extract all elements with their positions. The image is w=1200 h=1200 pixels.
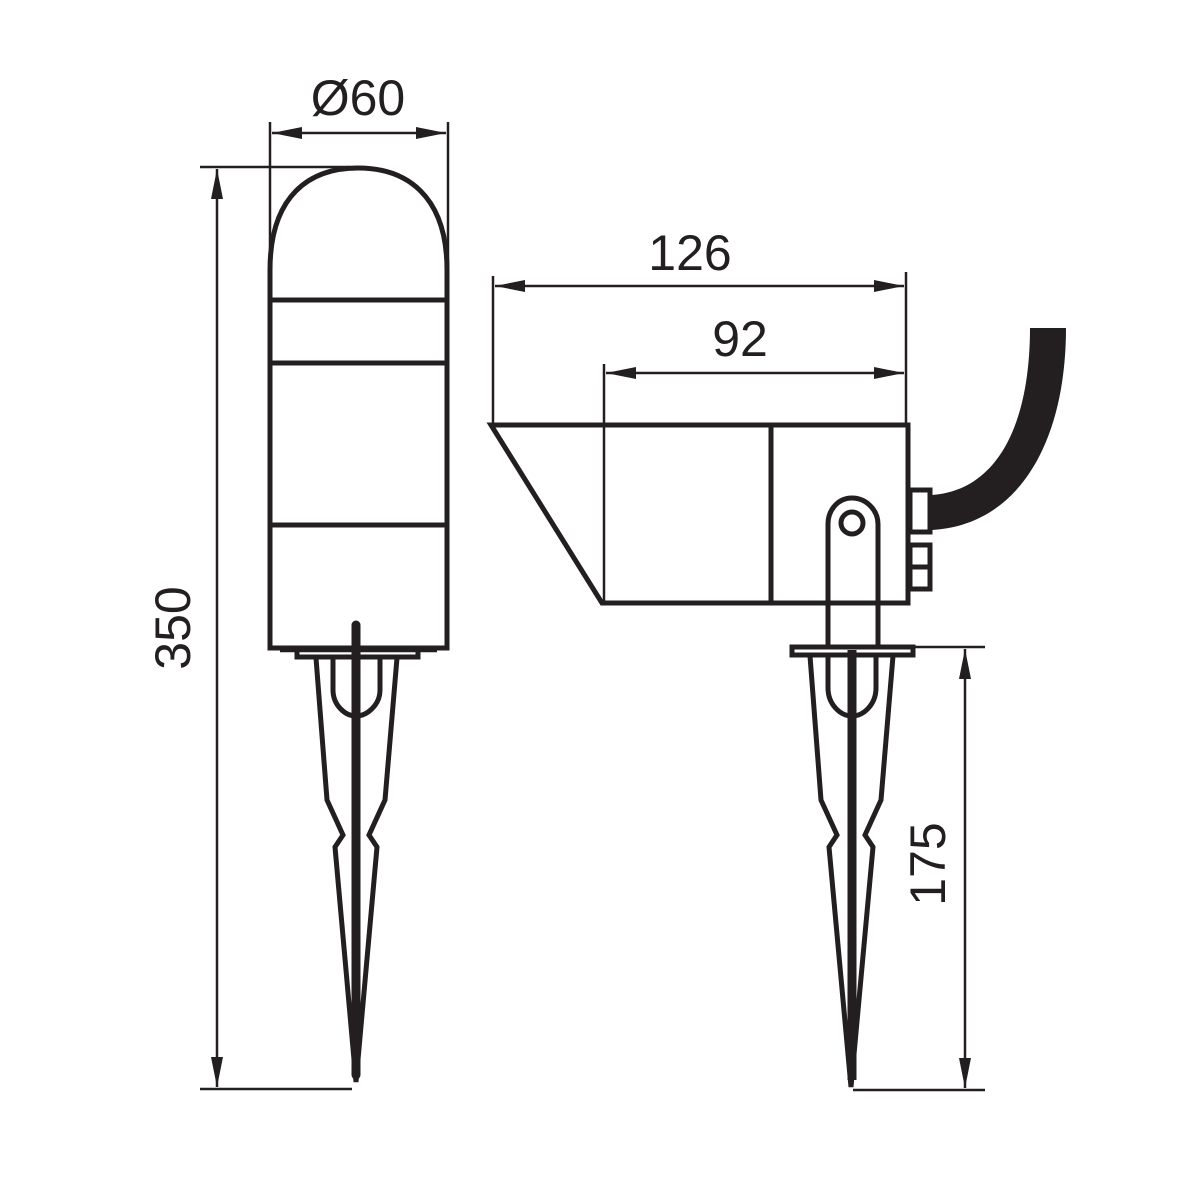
pivot-bolt xyxy=(838,509,866,537)
front-view: Ø60 350 xyxy=(145,70,450,1091)
side-ground-spike xyxy=(807,650,896,1088)
body-length-dimension: 126 xyxy=(491,225,908,424)
cylinder-body xyxy=(267,297,450,651)
ground-spike xyxy=(313,620,400,1083)
diameter-dimension: Ø60 xyxy=(268,70,450,290)
housing-length-label: 92 xyxy=(712,311,768,367)
diameter-label: Ø60 xyxy=(311,70,406,126)
height-label: 350 xyxy=(145,586,201,669)
power-cable xyxy=(932,328,1066,530)
side-view: 126 92 175 xyxy=(486,225,1066,1092)
body-length-label: 126 xyxy=(648,225,731,281)
spike-length-dimension: 175 xyxy=(853,645,985,1092)
spike-length-label: 175 xyxy=(900,822,956,905)
height-dimension: 350 xyxy=(145,165,352,1091)
cable-gland xyxy=(907,487,933,535)
dome-lens xyxy=(267,165,450,300)
housing-length-dimension: 92 xyxy=(602,311,904,604)
pivot-bracket xyxy=(825,495,881,645)
